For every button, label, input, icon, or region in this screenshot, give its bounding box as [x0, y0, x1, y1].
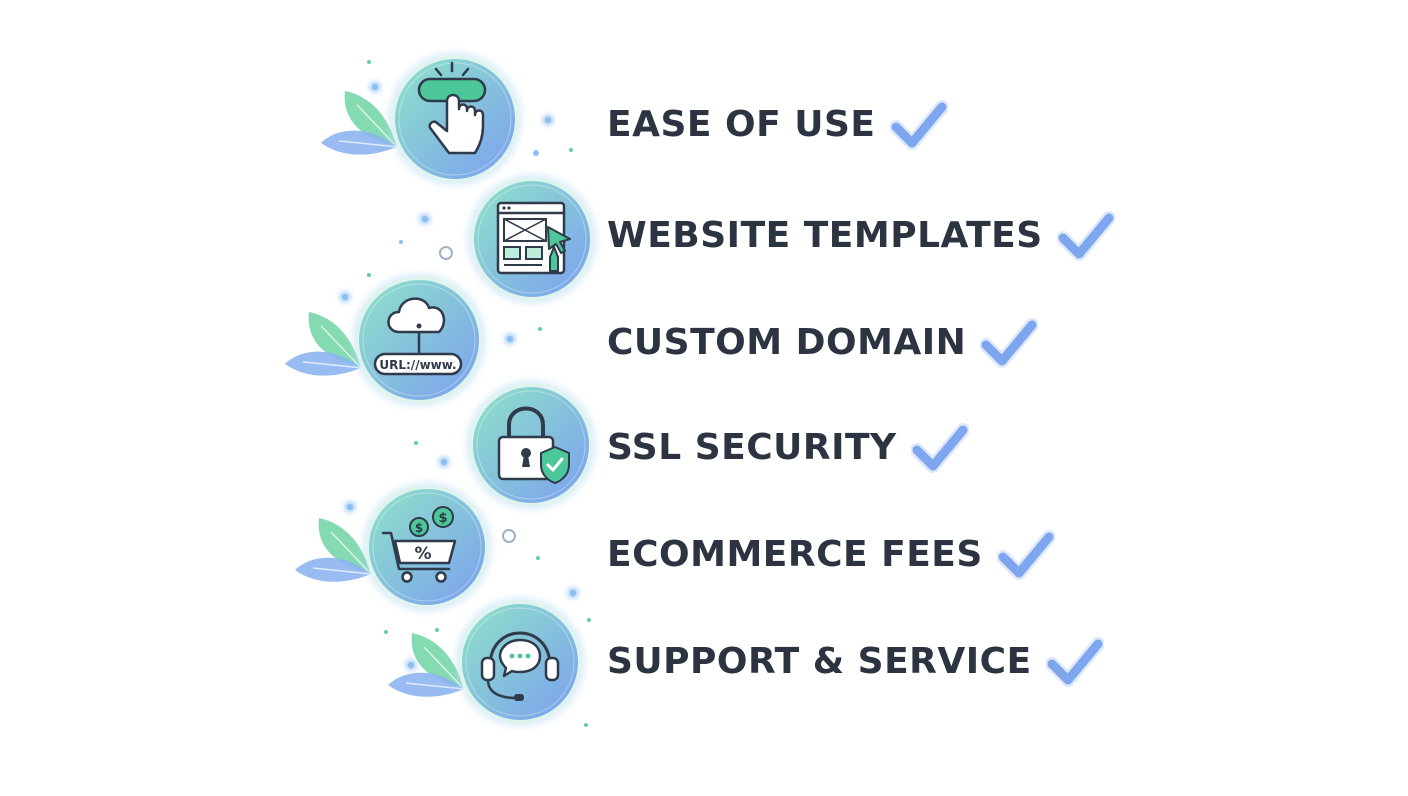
- checkmark-icon: [996, 530, 1055, 580]
- feature-label: SUPPORT & SERVICE: [607, 641, 1032, 682]
- hand-pointer-button-icon: [417, 61, 487, 155]
- feature-icon-6: [388, 532, 650, 792]
- leaf-decoration: [295, 518, 372, 582]
- svg-text:$: $: [438, 511, 447, 526]
- feature-label: WEBSITE TEMPLATES: [607, 215, 1043, 256]
- feature-row-4: SSL SECURITY: [607, 418, 969, 478]
- feature-icon-2: [402, 109, 662, 369]
- leaf-decoration: [321, 90, 398, 155]
- cloud-url-icon: URL://www.: [373, 297, 463, 376]
- feature-label: ECOMMERCE FEES: [607, 534, 983, 575]
- feature-label: EASE OF USE: [607, 104, 876, 145]
- checkmark-icon: [1056, 211, 1115, 261]
- feature-label: SSL SECURITY: [607, 427, 897, 468]
- feature-row-6: SUPPORT & SERVICE: [607, 632, 1104, 692]
- feature-row-5: ECOMMERCE FEES: [607, 525, 1055, 585]
- padlock-shield-icon: [497, 406, 570, 484]
- feature-row-2: WEBSITE TEMPLATES: [607, 206, 1115, 266]
- checkmark-icon: [889, 100, 948, 150]
- checkmark-icon: [910, 423, 969, 473]
- svg-text:%: %: [414, 544, 431, 564]
- feature-row-1: EASE OF USE: [607, 95, 948, 155]
- svg-text:$: $: [415, 521, 423, 535]
- cart-dollar-icon: % $ $: [381, 506, 457, 583]
- leaf-decoration: [388, 633, 465, 697]
- decorative-dots: [340, 60, 591, 727]
- feature-label: CUSTOM DOMAIN: [607, 322, 967, 363]
- checkmark-icon: [1045, 637, 1104, 687]
- feature-icon-4: [401, 315, 661, 575]
- feature-icon-1: [321, 0, 585, 249]
- feature-row-3: CUSTOM DOMAIN: [607, 313, 1039, 373]
- checkmark-icon: [980, 318, 1039, 368]
- svg-text:URL://www.: URL://www.: [379, 358, 456, 372]
- feature-icon-5: % $ $: [295, 417, 557, 677]
- feature-icon-3: URL://www.: [285, 210, 549, 470]
- website-template-icon: [496, 201, 571, 275]
- headset-chat-icon: [480, 631, 560, 701]
- feature-checklist: EASE OF USE: [285, 0, 1115, 727]
- leaf-decoration: [285, 311, 362, 376]
